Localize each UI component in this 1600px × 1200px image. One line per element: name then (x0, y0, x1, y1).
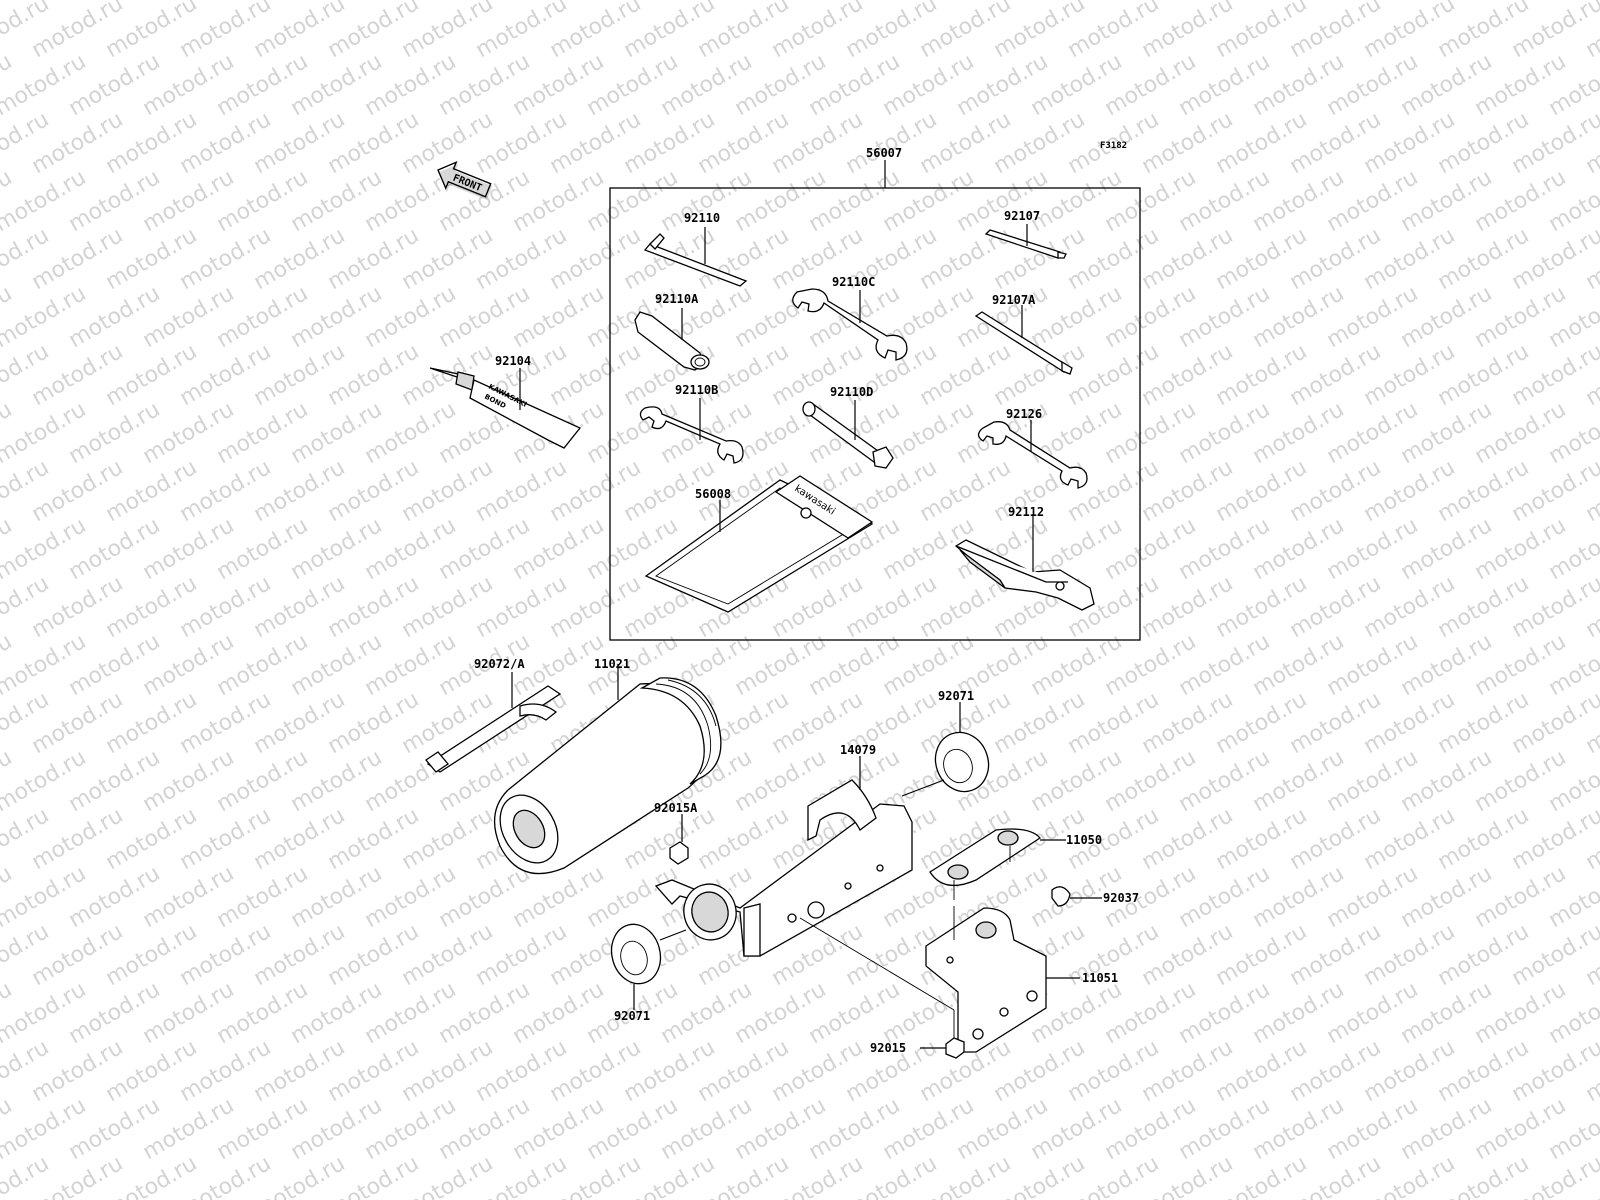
label-92126: 92126 (1006, 407, 1042, 421)
tool-canister-11021 (494, 664, 722, 875)
label-92110: 92110 (684, 211, 720, 225)
clamp-92037 (1051, 886, 1102, 907)
nut-92015A (669, 814, 689, 865)
label-92110B: 92110B (675, 383, 718, 397)
label-92107: 92107 (1004, 209, 1040, 223)
tool-bag-56008: kawasaki (644, 475, 874, 613)
pliers-92112 (954, 514, 1095, 611)
label-56007: 56007 (866, 146, 902, 160)
label-11021: 11021 (594, 657, 630, 671)
label-14079: 14079 (840, 743, 876, 757)
front-arrow-icon: FRONT (437, 160, 493, 200)
label-92037: 92037 (1103, 891, 1139, 905)
label-92104: 92104 (495, 354, 531, 368)
bond-tube-92104: KAWASAKI BOND (429, 367, 582, 449)
wrench-92126 (977, 420, 1088, 489)
label-92072A: 92072/A (474, 657, 525, 671)
socket-92110A (634, 308, 710, 371)
label-92110C: 92110C (832, 275, 875, 289)
wrench-92110C (792, 288, 908, 361)
plate-11050 (929, 828, 1066, 900)
label-92110D: 92110D (830, 385, 873, 399)
screwdriver-92107A (974, 305, 1073, 375)
label-56008: 56008 (695, 487, 731, 501)
label-11050: 11050 (1066, 833, 1102, 847)
label-92015: 92015 (870, 1041, 906, 1055)
tool-kit-box (609, 187, 1141, 641)
label-92071-bottom: 92071 (614, 1009, 650, 1023)
label-92112: 92112 (1008, 505, 1044, 519)
hex-key-92110 (643, 227, 748, 287)
grommet-92071-top (901, 702, 990, 797)
wrench-92110B (639, 398, 744, 464)
nut-92015 (920, 1010, 965, 1059)
label-92015A: 92015A (654, 801, 698, 815)
label-92071-top: 92071 (938, 689, 974, 703)
holder-bracket-14079 (654, 756, 913, 957)
tube-socket-92110D (802, 400, 894, 469)
grommet-92071-bottom (610, 923, 687, 1010)
figure-code: F3182 (1100, 141, 1127, 151)
strap-92072A (425, 672, 562, 773)
label-92107A: 92107A (992, 293, 1036, 307)
screwdriver-92107 (984, 224, 1067, 259)
label-11051: 11051 (1082, 971, 1118, 985)
label-92110A: 92110A (655, 292, 699, 306)
